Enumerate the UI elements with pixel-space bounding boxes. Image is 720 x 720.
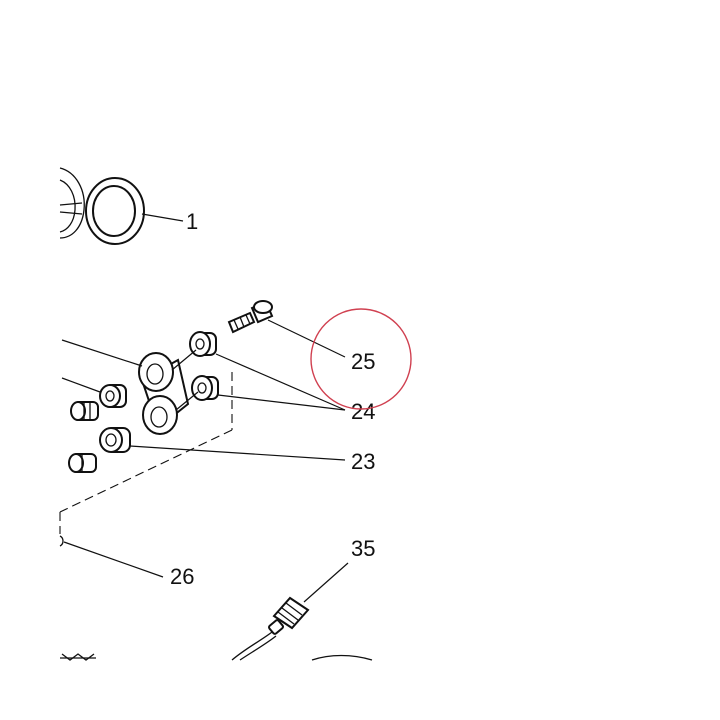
fitting-left-lower <box>68 453 97 473</box>
leader-fitting-lower <box>61 339 143 367</box>
callout-35: 35 <box>351 536 375 561</box>
leader-fitting-upper <box>61 377 101 393</box>
part-25-bolt <box>227 300 274 334</box>
washer-upper <box>99 384 127 408</box>
bracket-link <box>138 349 199 435</box>
assembly-dashed-outline <box>59 372 233 534</box>
callout-26: 26 <box>170 564 194 589</box>
leader-23 <box>129 445 346 461</box>
callout-25: 25 <box>351 349 375 374</box>
fitting-left-upper <box>70 401 99 421</box>
part-24-bushing-upper <box>189 331 217 357</box>
highlight-circle-25 <box>310 308 412 410</box>
part-26-fragment <box>59 535 64 547</box>
leader-1 <box>141 213 184 222</box>
leader-24-lower <box>217 394 346 411</box>
part-35-connector <box>231 596 310 661</box>
leader-26 <box>63 541 164 578</box>
bottom-fragments <box>60 653 373 661</box>
leader-25 <box>267 319 346 358</box>
callout-24: 24 <box>351 399 375 424</box>
part-24-bushing-lower <box>191 375 219 401</box>
callout-23: 23 <box>351 449 375 474</box>
leader-24-upper <box>215 353 346 411</box>
callout-1: 1 <box>186 209 198 234</box>
leader-35 <box>303 562 349 603</box>
part-1-seal-ring <box>59 167 145 245</box>
part-23-spacer <box>99 427 131 453</box>
